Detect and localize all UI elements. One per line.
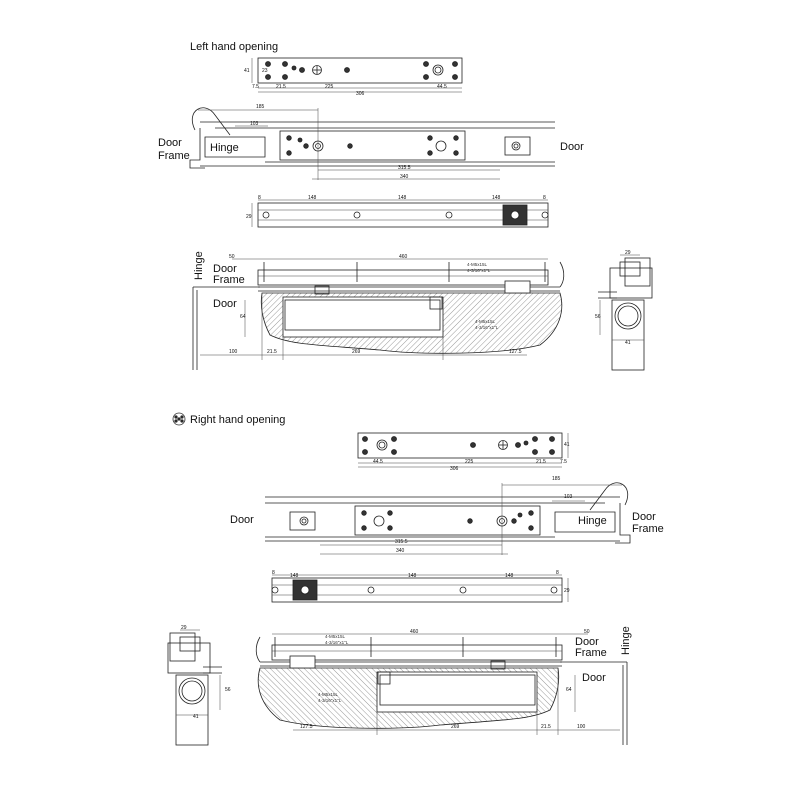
right-hand-geometry xyxy=(167,432,631,746)
side-dim-56: 56 xyxy=(595,314,601,320)
door-label: Door xyxy=(230,514,254,526)
dim-arm-end-r: 8 xyxy=(556,570,559,576)
screw-note-top: 4-M5x15L xyxy=(325,634,346,639)
dim-plate-center: 225 xyxy=(325,84,334,90)
left-hand-title: Left hand opening xyxy=(190,41,278,53)
dim-arm-span-1: 148 xyxy=(308,195,317,201)
dim-460: 460 xyxy=(399,254,408,260)
section-frame-label-2: Frame xyxy=(213,274,245,286)
dim-plate-edge: 7.5 xyxy=(560,459,567,465)
dim-plate-left: 44.5 xyxy=(373,459,383,465)
dim-arm-end-l: 8 xyxy=(258,195,261,201)
dim-arm-height: 29 xyxy=(246,214,252,220)
dim-185: 185 xyxy=(552,476,561,482)
section-frame-label: Door xyxy=(213,263,237,275)
dim-100: 100 xyxy=(577,724,586,730)
screw-note-bottom-2: 4-3/16"x1"L xyxy=(475,325,499,330)
hinge-label: Hinge xyxy=(578,515,607,527)
screw-note-top-2: 4-3/16"x1"L xyxy=(467,268,491,273)
dim-269: 269 xyxy=(352,349,361,355)
dim-plate-center: 225 xyxy=(465,459,474,465)
dim-127: 127.5 xyxy=(509,349,522,355)
section-door-label: Door xyxy=(582,672,606,684)
dim-plate-edge: 7.5 xyxy=(252,84,259,90)
side-dim-29: 29 xyxy=(181,625,187,631)
dim-plate-total: 306 xyxy=(450,466,459,472)
dim-21: 21.5 xyxy=(267,349,277,355)
dim-arm-span-2: 148 xyxy=(398,195,407,201)
screw-note-top-2: 4-3/16"x1"L xyxy=(325,640,349,645)
dim-103: 103 xyxy=(564,494,573,500)
dim-185: 185 xyxy=(256,104,265,110)
dim-plate-total: 306 xyxy=(356,91,365,97)
dim-plate-offset: 21.5 xyxy=(276,84,286,90)
right-hand-title: Right hand opening xyxy=(190,414,285,426)
right-hand-icon xyxy=(172,412,186,426)
door-label: Door xyxy=(560,141,584,153)
dim-103: 103 xyxy=(250,121,259,127)
dim-arm-end-r: 8 xyxy=(543,195,546,201)
door-frame-label: Door xyxy=(632,511,656,523)
screw-note-bottom: 4-M5x15L xyxy=(475,319,496,324)
dim-460: 460 xyxy=(410,629,419,635)
door-frame-label-2: Frame xyxy=(158,150,190,162)
dim-arm-height: 29 xyxy=(564,588,570,594)
dim-100: 100 xyxy=(229,349,238,355)
right-hand-opening: Right hand opening 41 7.5 21.5 225 44.5 … xyxy=(167,412,664,746)
dim-269: 269 xyxy=(451,724,460,730)
section-hinge-label: Hinge xyxy=(193,251,205,280)
dim-340: 340 xyxy=(400,174,409,180)
dim-plate-inner: 23 xyxy=(262,68,268,74)
dim-64: 64 xyxy=(566,687,572,693)
screw-note-bottom: 4-M5x15L xyxy=(318,692,339,697)
screw-note-bottom-2: 4-3/16"x1"L xyxy=(318,698,342,703)
dim-340: 340 xyxy=(396,548,405,554)
dim-21: 21.5 xyxy=(541,724,551,730)
dim-plate-offset: 21.5 xyxy=(536,459,546,465)
dim-50: 50 xyxy=(229,254,235,260)
dim-arm-span-3: 148 xyxy=(505,573,514,579)
dim-315: 315.5 xyxy=(398,165,411,171)
screw-note-top: 4-M5x15L xyxy=(467,262,488,267)
left-hand-opening: Left hand opening 41 23 7.5 21.5 225 44.… xyxy=(158,41,653,371)
dim-arm-end-l: 8 xyxy=(272,570,275,576)
door-frame-label: Door xyxy=(158,137,182,149)
side-dim-41: 41 xyxy=(625,340,631,346)
section-door-label: Door xyxy=(213,298,237,310)
side-dim-29: 29 xyxy=(625,250,631,256)
dim-315: 315.5 xyxy=(395,539,408,545)
section-hinge-label: Hinge xyxy=(620,626,632,655)
dim-plate-height: 41 xyxy=(244,68,250,74)
dim-arm-span-3: 148 xyxy=(492,195,501,201)
hinge-label: Hinge xyxy=(210,142,239,154)
dim-arm-span-2: 148 xyxy=(408,573,417,579)
side-dim-56: 56 xyxy=(225,687,231,693)
dim-64: 64 xyxy=(240,314,246,320)
dim-plate-height: 41 xyxy=(564,442,570,448)
dim-50: 50 xyxy=(584,629,590,635)
dim-127: 127.5 xyxy=(300,724,313,730)
door-frame-label-2: Frame xyxy=(632,523,664,535)
dim-plate-right: 44.5 xyxy=(437,84,447,90)
side-dim-41: 41 xyxy=(193,714,199,720)
section-frame-label: Door xyxy=(575,636,599,648)
dim-arm-span-1: 148 xyxy=(290,573,299,579)
section-frame-label-2: Frame xyxy=(575,647,607,659)
